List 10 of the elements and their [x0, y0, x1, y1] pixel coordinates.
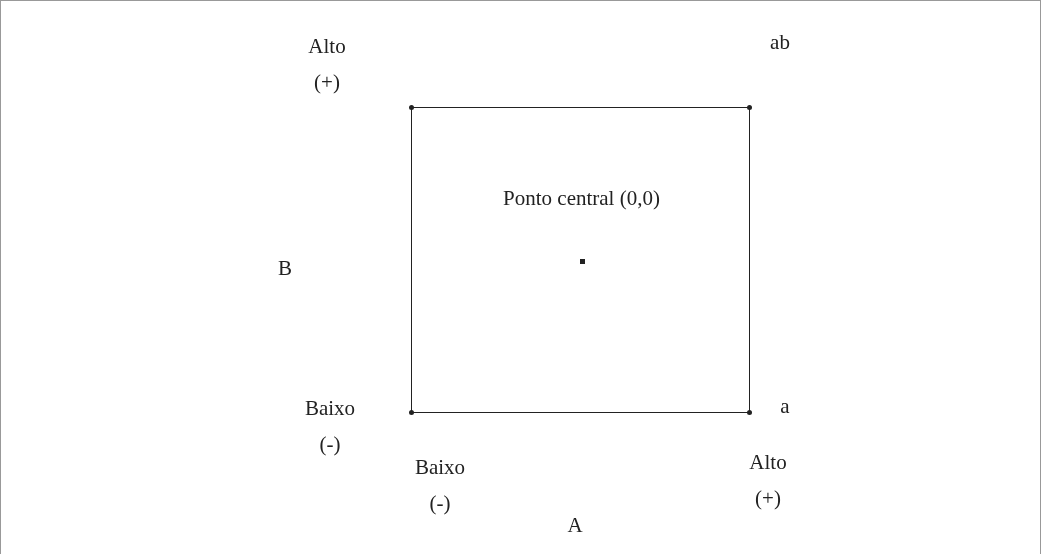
level-label: A — [566, 512, 584, 539]
level-label: ab — [769, 29, 791, 56]
square-plot — [411, 107, 750, 413]
level-label: a — [779, 393, 791, 420]
level-label: B — [277, 255, 293, 282]
level-label: Baixo (-) — [303, 395, 357, 458]
level-label: Alto (+) — [307, 33, 347, 96]
level-label: Alto (+) — [748, 449, 788, 512]
point-label: Ponto central (0,0) — [502, 185, 661, 212]
level-label: Baixo (-) — [413, 454, 467, 517]
